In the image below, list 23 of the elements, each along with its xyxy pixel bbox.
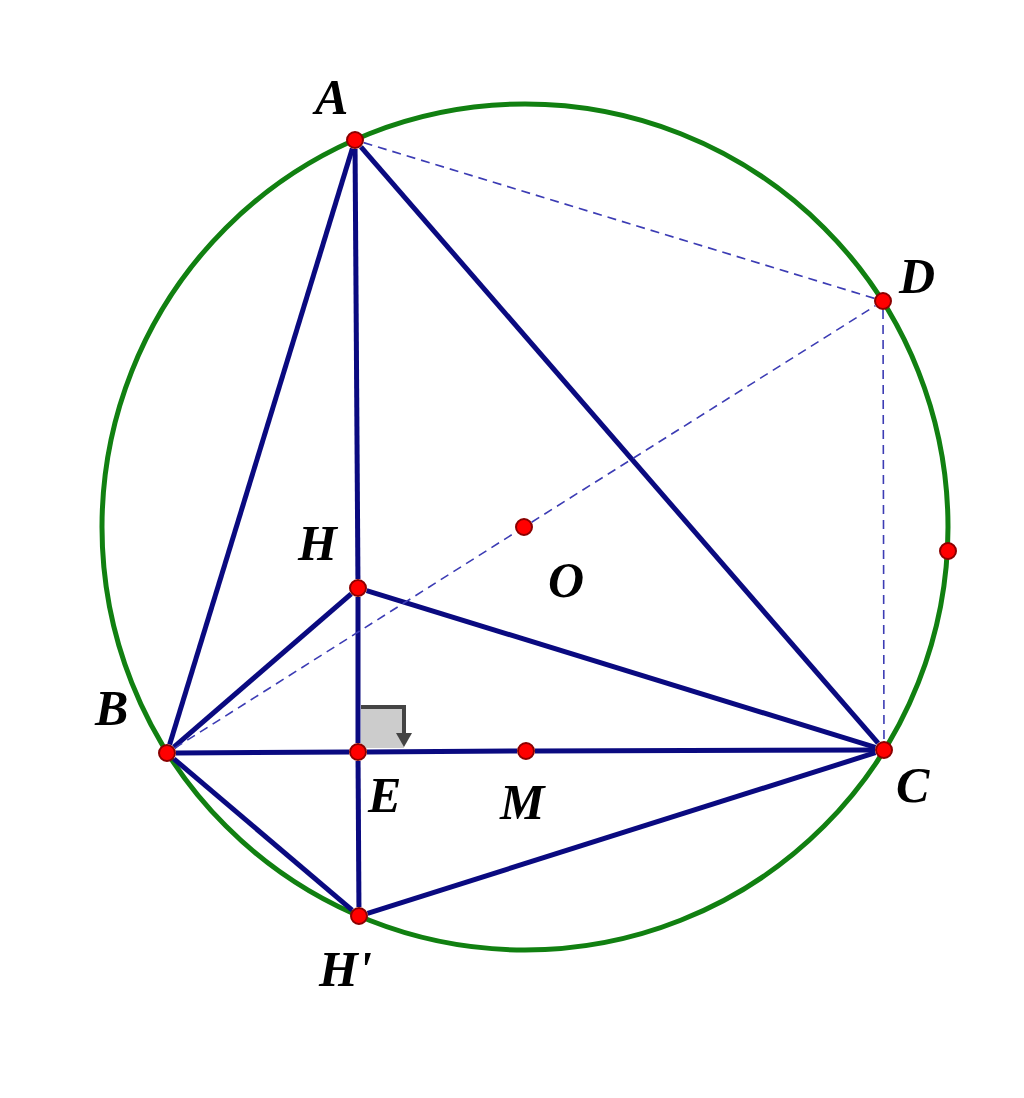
segment [367, 748, 517, 755]
segment [172, 592, 353, 749]
segment [352, 149, 361, 579]
point-label: C [896, 760, 930, 810]
segment [535, 747, 875, 754]
point-label: H' [319, 944, 372, 994]
segment [359, 145, 880, 745]
segment [355, 597, 361, 743]
segment [167, 147, 355, 746]
point-label: E [368, 770, 402, 820]
segment [355, 761, 362, 907]
segment [365, 588, 877, 750]
segment [176, 749, 349, 756]
dashed-segment [882, 309, 885, 742]
point-label: O [548, 555, 585, 605]
dashed-segment [362, 141, 876, 300]
point-marker [939, 542, 957, 560]
point-label: D [899, 251, 936, 301]
segment [172, 756, 354, 913]
point-label: B [95, 683, 129, 733]
point-label: M [500, 777, 545, 827]
point-label: H [298, 518, 337, 568]
segment [366, 750, 877, 916]
